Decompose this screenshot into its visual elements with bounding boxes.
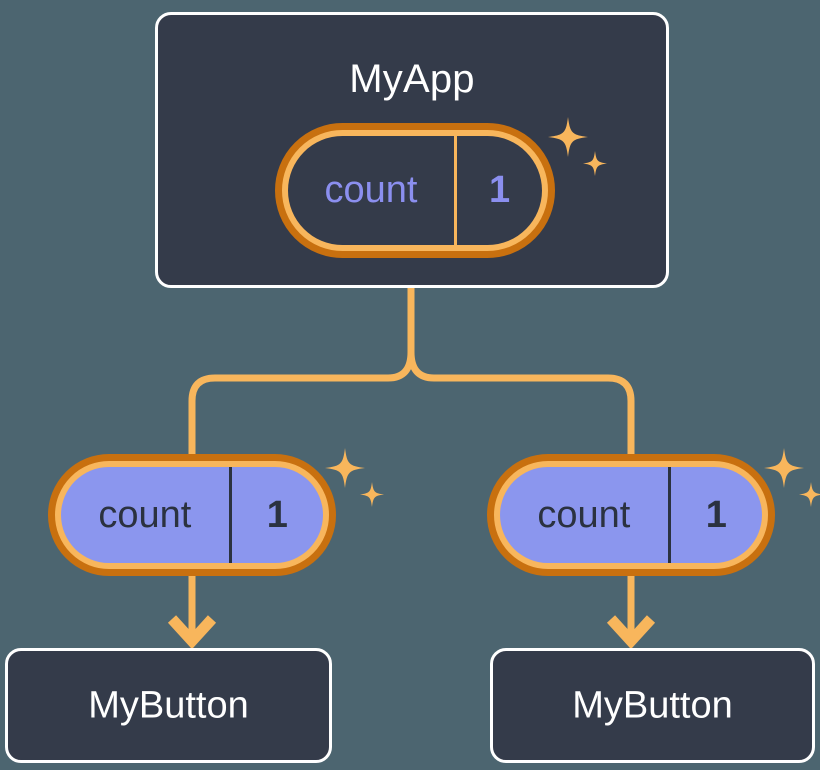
state-pill-key: count [324,169,418,211]
arrow-head-left [167,615,217,650]
component-label: MyButton [88,684,249,726]
component-node-myapp[interactable]: MyApp count 1 [155,12,669,288]
connector-branch-right [407,348,635,474]
state-pill-value: 1 [228,467,323,563]
state-pill-left[interactable]: count 1 [48,454,336,576]
sparkles-icon [548,117,607,176]
state-pill-myapp[interactable]: count 1 [275,123,555,258]
sparkle-large [548,117,588,157]
state-pill-inner: count 1 [500,467,762,563]
sparkle-small [799,482,820,507]
state-pill-key: count [537,493,631,536]
component-label: MyButton [572,684,733,726]
state-pill-inner: count 1 [61,467,323,563]
sparkle-small [583,151,607,176]
state-pill-value: 1 [454,136,542,245]
sparkle-small [360,482,384,507]
component-node-mybutton-left[interactable]: MyButton [5,648,332,763]
sparkle-large [764,448,804,488]
state-pill-value: 1 [667,467,762,563]
component-node-mybutton-right[interactable]: MyButton [490,648,815,763]
state-pill-right[interactable]: count 1 [487,454,775,576]
sparkle-large [325,448,365,488]
state-pill-right-wrap: count 1 [487,448,820,576]
state-pill-key: count [98,493,192,536]
connector-branch-left [188,348,415,474]
state-pill-inner: count 1 [288,136,542,245]
arrow-head-right [606,615,656,650]
page-title: MyApp [349,57,475,101]
state-pill-left-wrap: count 1 [48,448,384,576]
state-pill-myapp-wrap: count 1 [275,117,607,258]
